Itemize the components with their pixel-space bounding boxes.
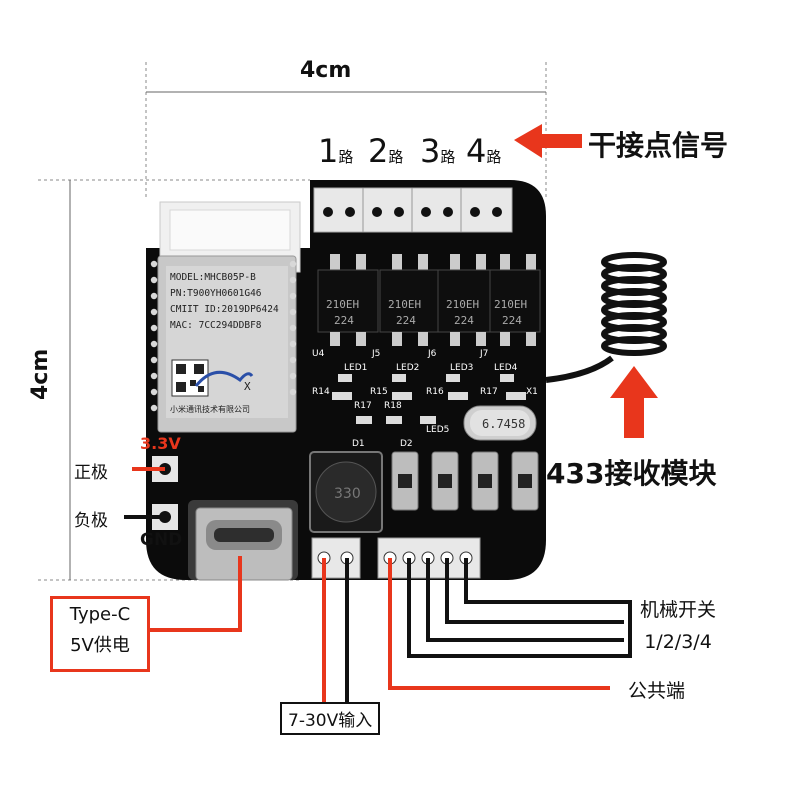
usb-line2: 5V供电 <box>70 635 130 656</box>
common-terminal-label: 公共端 <box>628 680 686 702</box>
inductor-marking: 330 <box>334 486 361 502</box>
channel-unit: 路 <box>338 148 354 166</box>
module-pins <box>150 260 297 412</box>
negative-label: 负极 <box>74 511 108 531</box>
silk-ic-label: U4 <box>312 349 325 359</box>
channel-num: 2 <box>368 132 389 170</box>
silk-led-label: LED2 <box>396 363 419 373</box>
usb-c-port <box>188 500 298 581</box>
antenna-spring <box>545 252 667 383</box>
relay-ic-marking: 210EH <box>326 298 359 311</box>
crystal-oscillator <box>463 405 537 441</box>
relay-ic-marking: 224 <box>454 314 474 327</box>
arrow-left-icon <box>514 124 582 158</box>
silk-led-label: LED4 <box>494 363 518 373</box>
relay-ic-marking: 210EH <box>494 298 527 311</box>
dc-input-terminal <box>311 537 361 579</box>
svg-text:X: X <box>244 380 251 393</box>
channel-label-1: 1路 <box>318 132 353 170</box>
receiver-module-label: 433接收模块 <box>546 457 717 490</box>
switch-line1: 机械开关 <box>640 599 717 621</box>
module-marking-line: MAC: 7CC294DDBF8 <box>170 320 262 331</box>
silk-led-label: LED3 <box>450 363 473 373</box>
dc-input-callout: 7-30V输入 <box>280 702 381 735</box>
ground-label: GND <box>140 530 183 550</box>
silk-misc-label: D1 <box>352 439 365 449</box>
channel-num: 1 <box>318 132 339 170</box>
width-dimension: 4cm <box>300 58 352 83</box>
crystal-marking: 6.7458 <box>482 417 525 431</box>
silk-misc-label: R18 <box>384 401 402 411</box>
module-marking-line: PN:T900YH0601G46 <box>170 288 262 299</box>
silk-led-label: LED1 <box>344 363 367 373</box>
relay-ic-group <box>317 254 541 346</box>
smd-components <box>332 374 526 424</box>
module-marking-line: CMIIT ID:2019DP6424 <box>170 304 279 315</box>
channel-num: 3 <box>420 132 441 170</box>
silk-ic-label: J5 <box>371 349 380 359</box>
usb-callout: Type-C 5V供电 <box>50 596 150 672</box>
silk-ic-label: J6 <box>427 349 437 359</box>
wires <box>124 467 632 706</box>
silk-misc-label: LED5 <box>426 425 449 435</box>
relay-ic-marking: 210EH <box>388 298 421 311</box>
channel-label-4: 4路 <box>466 132 501 170</box>
channel-num: 4 <box>466 132 487 170</box>
silk-resistor-label: R15 <box>370 387 388 397</box>
inductor <box>309 451 383 533</box>
switch-callout: 机械开关 1/2/3/4 <box>640 594 716 658</box>
dc-input-label: 7-30V输入 <box>288 711 373 731</box>
relay-ic-marking: 210EH <box>446 298 479 311</box>
channel-label-2: 2路 <box>368 132 403 170</box>
silk-misc-label: R17 <box>354 401 372 411</box>
relay-ic-marking: 224 <box>334 314 354 327</box>
silk-resistor-label: R16 <box>426 387 444 397</box>
channel-unit: 路 <box>486 148 502 166</box>
channel-unit: 路 <box>388 148 404 166</box>
silk-misc-label: D2 <box>400 439 413 449</box>
callout-arrows <box>514 124 658 438</box>
module-maker: 小米通讯技术有限公司 <box>170 404 250 414</box>
dry-contact-label: 干接点信号 <box>588 129 729 162</box>
silk-resistor-label: R17 <box>480 387 498 397</box>
silk-ic-label: J7 <box>479 349 488 359</box>
wifi-module: X <box>157 201 301 433</box>
relay-ic-marking: 224 <box>396 314 416 327</box>
relay-ic-marking: 224 <box>502 314 522 327</box>
channel-unit: 路 <box>440 148 456 166</box>
silk-misc-label: X1 <box>526 387 538 397</box>
diode-array <box>391 451 539 511</box>
voltage-label: 3.3V <box>140 434 181 453</box>
silk-resistor-label: R14 <box>312 387 330 397</box>
channel-label-3: 3路 <box>420 132 455 170</box>
relay-terminal-block <box>313 187 513 233</box>
arrow-up-icon <box>610 366 658 438</box>
module-marking-line: MODEL:MHCB05P-B <box>170 272 256 283</box>
usb-line1: Type-C <box>69 604 131 625</box>
positive-label: 正极 <box>74 463 108 483</box>
switch-line2: 1/2/3/4 <box>644 631 712 653</box>
dimension-guides <box>38 62 547 581</box>
